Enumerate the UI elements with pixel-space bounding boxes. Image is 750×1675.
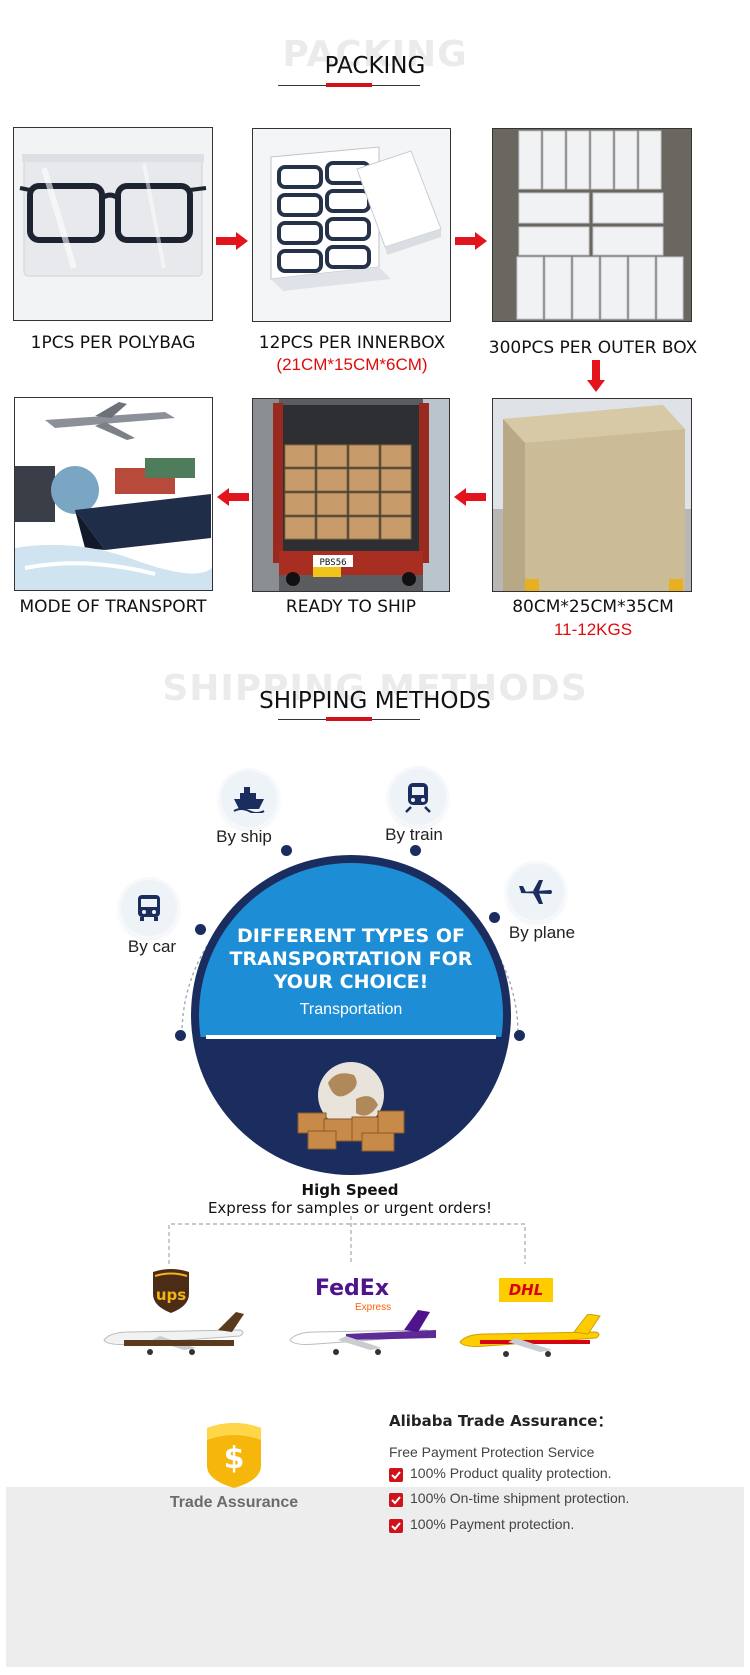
plane-icon [519,880,552,904]
ship-icon [233,787,265,813]
carton-photo [492,398,692,592]
step-sub-innerbox-size: (21CM*15CM*6CM) [276,355,428,374]
trade-item: 100% On-time shipment protection. [410,1490,630,1506]
train-method [390,769,446,825]
circle-subtitle: Transportation [299,1001,403,1018]
outerbox-photo [492,128,692,322]
circle-headline-line: DIFFERENT TYPES OF [237,925,465,947]
circle-headline-line: YOUR CHOICE! [273,971,429,993]
car-method-label: By car [127,937,177,956]
shipping-ghost-title: SHIPPING METHODS [162,668,588,709]
check-icon [389,1468,403,1482]
orbit-dot [195,924,206,935]
fedex-plane-icon [289,1310,436,1355]
step-caption-transport: MODE OF TRANSPORT [19,597,207,617]
container-truck-photo: PBS56 [252,398,450,592]
step-caption-polybag: 1PCS PER POLYBAG [30,333,196,353]
orbit-dot [175,1030,186,1041]
fedex-logo: FedEx [314,1276,390,1301]
polybag-photo [13,127,213,321]
shipping-title-accent [326,717,372,721]
circle-headline: DIFFERENT TYPES OF TRANSPORTATION FOR YO… [206,925,496,994]
packing-title: PACKING [324,53,426,79]
truck-plate-text: PBS56 [319,558,346,568]
step-caption-ready: READY TO SHIP [285,597,417,617]
train-icon [405,783,431,813]
arrow-left-icon [454,488,486,506]
check-icon [389,1519,403,1533]
arrow-right-icon [455,232,487,250]
transport-mode-photo [14,397,213,591]
packing-title-accent [326,83,372,87]
svg-text:$: $ [224,1441,245,1476]
trade-assurance-badge-label: Trade Assurance [169,1494,299,1511]
orbit-dot [410,845,421,856]
packing-ghost-title: PACKING [282,34,468,75]
arrow-down-icon [587,360,605,392]
shipping-title: SHIPPING METHODS [259,688,491,714]
orbit-dot [514,1030,525,1041]
circle-headline-line: TRANSPORTATION FOR [229,948,473,970]
high-speed-title: High Speed [301,1181,399,1199]
ship-method [221,771,277,827]
ups-plane-icon [103,1312,244,1355]
ups-logo-text: ups [156,1286,186,1304]
plane-method-label: By plane [508,923,576,942]
ship-method-label: By ship [216,827,272,846]
fedex-logo-sub: Express [355,1302,392,1313]
bus-icon [138,895,160,921]
step-caption-outerbox: 300PCS PER OUTER BOX [488,338,698,358]
trade-assurance-panel [6,1487,744,1667]
trade-assurance-heading: Alibaba Trade Assurance： [389,1412,613,1430]
step-sub-carton-weight: 11-12KGS [553,620,633,639]
carrier-connector [168,1216,526,1264]
step-caption-innerbox: 12PCS PER INNERBOX [258,333,446,353]
orbit-dot [281,845,292,856]
arrow-right-icon [216,232,248,250]
trade-item: 100% Product quality protection. [410,1465,612,1481]
innerbox-photo [252,128,451,322]
car-method [121,880,177,936]
check-icon [389,1493,403,1507]
trade-assurance-shield-icon: $ [207,1423,261,1488]
ups-logo-icon: ups [153,1269,189,1313]
plane-method [508,864,564,920]
trade-assurance-intro: Free Payment Protection Service [389,1444,595,1460]
trade-item: 100% Payment protection. [410,1516,575,1532]
dhl-logo-text: DHL [508,1281,544,1299]
dhl-plane-icon [459,1314,601,1357]
arrow-left-icon [217,488,249,506]
train-method-label: By train [385,825,443,844]
high-speed-subtitle: Express for samples or urgent orders! [207,1199,493,1217]
transport-circle [191,855,511,1175]
dhl-logo: DHL [499,1278,553,1302]
orbit-dot [489,912,500,923]
step-caption-carton-size: 80CM*25CM*35CM [512,597,674,617]
